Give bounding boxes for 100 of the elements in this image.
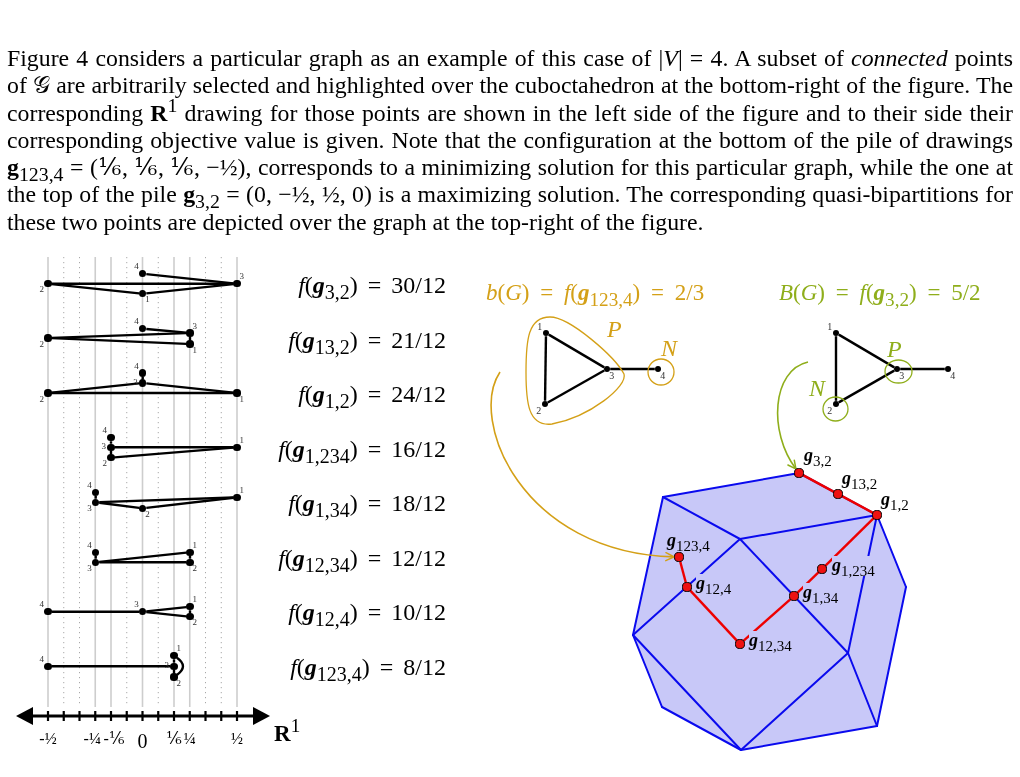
point-label: g$_{1,2}$: [881, 490, 909, 510]
graph-edge: [543, 336, 548, 401]
graph-edge: [51, 282, 140, 295]
tick-label: ¼: [183, 730, 196, 748]
vertex-dot: [186, 548, 194, 556]
path-edge: [824, 517, 875, 567]
path-edge: [802, 474, 835, 493]
tick-label: -½: [39, 730, 57, 748]
path-point: [872, 510, 882, 520]
point-label: g$_{3,2}$: [804, 446, 832, 466]
graph-edge: [109, 450, 113, 455]
vertex-number: 4: [134, 317, 139, 328]
point-label: g$_{13,2}$: [842, 469, 878, 489]
graph-edge: [51, 610, 140, 613]
vertex-dot: [92, 548, 100, 556]
vertex-dot: [107, 443, 115, 451]
vertex-dot: [170, 662, 178, 670]
path-edge: [841, 495, 874, 514]
graph-edge: [114, 446, 234, 449]
set-label: N: [809, 375, 825, 402]
vertex-number: 3: [87, 563, 92, 574]
vertex-dot: [139, 504, 147, 512]
vertex-number: 2: [192, 563, 198, 574]
vertex-number: 1: [239, 485, 245, 496]
graph-edge: [99, 551, 187, 564]
path-point: [674, 552, 684, 562]
vertex-dot: [92, 488, 100, 496]
vertex-dot: [233, 389, 241, 397]
vertex-number: 1: [239, 394, 245, 405]
path-point: [794, 468, 804, 478]
point-label: g$_{1,34}$: [803, 583, 839, 603]
vertex-number: 1: [827, 320, 833, 332]
vertex-number: 2: [145, 509, 150, 520]
vertex-number: 1: [239, 435, 245, 446]
vertex-dot: [542, 329, 550, 337]
path-edge: [742, 598, 792, 642]
graph-edge: [94, 555, 97, 559]
vertex-number: 3: [192, 321, 198, 332]
point-label: g$_{12,4}$: [696, 574, 732, 594]
vertex-dot: [92, 498, 100, 506]
graph-edge: [109, 441, 113, 444]
curved-arrow: [490, 371, 675, 561]
graph-edge: [51, 382, 140, 394]
vertex-dot: [44, 280, 52, 288]
vertex-number: 4: [39, 600, 44, 611]
vertex-number: 3: [899, 370, 905, 382]
vertex-dot: [107, 434, 115, 442]
path-edge: [796, 571, 820, 594]
vertex-number: 2: [536, 405, 542, 417]
point-label: g$_{1,234}$: [832, 556, 875, 576]
graph-edge: [146, 382, 234, 394]
graph-edge: [834, 336, 838, 401]
graph-edge: [99, 496, 234, 504]
path-edge: [679, 561, 687, 583]
vertex-number: 4: [87, 480, 92, 491]
vertex-dot: [186, 329, 194, 337]
tick-label: -⅙: [103, 730, 125, 748]
graph-edge: [900, 367, 945, 371]
vertex-dot: [832, 400, 840, 408]
vertex-dot: [832, 329, 840, 337]
tick-label: ⅙: [166, 730, 182, 748]
graph-edge: [188, 610, 192, 614]
graph-edge: [146, 605, 187, 613]
graph-edge: [146, 282, 234, 295]
vertex-number: 4: [134, 262, 139, 273]
set-label: P: [887, 336, 902, 363]
graph-edge: [146, 327, 187, 334]
vertex-number: 3: [101, 442, 106, 453]
vertex-dot: [186, 613, 194, 621]
graph-edge: [548, 333, 605, 369]
vertex-number: 2: [102, 459, 107, 470]
vertex-dot: [233, 280, 241, 288]
vertex-number: 2: [39, 339, 44, 350]
vertex-dot: [139, 379, 147, 387]
vertex-dot: [186, 340, 194, 348]
vertex-number: 4: [660, 370, 666, 382]
vertex-dot: [186, 603, 194, 611]
vertex-dot: [233, 443, 241, 451]
path-point: [735, 639, 745, 649]
vertex-number: 1: [145, 295, 150, 306]
point-label: g$_{12,34}$: [749, 631, 792, 651]
path-point: [789, 591, 799, 601]
vertex-number: 4: [39, 654, 44, 665]
vertex-dot: [170, 673, 178, 681]
vertex-dot: [139, 325, 147, 333]
vertex-number: 4: [102, 426, 107, 437]
vertex-number: 3: [609, 370, 615, 382]
graph-edge: [94, 495, 97, 499]
vertex-dot: [139, 369, 147, 377]
graph-edge: [146, 610, 187, 618]
vertex-number: 2: [176, 678, 182, 689]
vertex-dot: [541, 400, 549, 408]
graph-edge: [99, 561, 187, 564]
graph-edge: [547, 369, 605, 404]
tick-label: -¼: [83, 730, 101, 748]
vertex-dot: [92, 558, 100, 566]
vertex-dot: [44, 334, 52, 342]
path-point: [833, 489, 843, 499]
vertex-dot: [186, 558, 194, 566]
graph-edge: [172, 659, 176, 663]
